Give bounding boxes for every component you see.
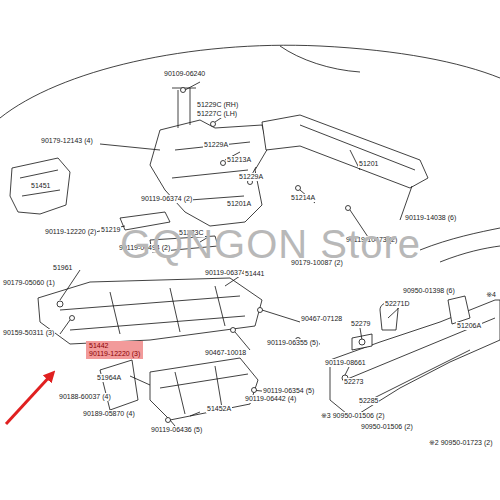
part-number: 52273 [343,378,364,386]
side-panel [10,158,70,214]
part-number: 90119-06355 (5) [266,339,319,347]
bolt [252,388,257,393]
part-number: 90119-06442 (4) [244,395,297,403]
bolt [231,328,236,333]
stopper [352,334,372,350]
part-number: 90188-60037 (4) [58,393,112,401]
part-number: 90950-01506 (2) [360,423,414,431]
body-outline [420,228,500,250]
part-number: 51229A [203,141,229,149]
cover-rib [160,366,248,414]
part-number: 90119-14038 (6) [404,214,457,222]
bolt [181,88,186,93]
bolt [359,339,365,345]
body-outline [440,246,500,262]
part-number: 51451 [30,182,51,190]
part-number: 52279 [350,320,371,328]
part-number: 51452A [206,405,232,413]
mount-cradle [150,120,268,226]
part-number: 90119-06436 (5) [150,426,203,434]
bolt [211,122,216,127]
watermark: GQNGON Store [120,222,421,266]
body-outline [0,45,500,118]
member-rib [300,125,415,170]
pointer-arrow [6,374,52,424]
bolt [346,206,351,211]
part-number: 90119-12220 (3) [89,350,140,358]
under-cover [38,278,262,344]
part-number: 90119-06354 (5) [262,387,315,395]
body-outline [280,46,360,72]
part-number: 51214A [290,194,316,202]
part-number: 51442 [89,342,140,350]
part-number: 51213A [226,156,252,164]
part-number: 51229A [238,173,264,181]
part-number: 51229C (RH) [196,101,239,109]
part-number: 90467-07128 [300,315,343,323]
part-number: 51441 [244,270,265,278]
part-number: 90119-06374 (2) [140,195,193,203]
part-number: ※2 90950-01723 (2) [428,439,493,447]
cross-member [262,115,428,188]
stud [178,88,190,128]
part-number: 51206A [456,322,482,330]
bolt [296,186,301,191]
bolt [258,308,263,313]
bolt [221,161,226,166]
member-rib [345,318,495,405]
part-number: 51201 [358,160,379,168]
part-number: 90179-12143 (4) [40,137,94,145]
clip [57,301,63,307]
highlight-box: 5144290119-12220 (3) [86,341,143,359]
part-number: 51964A [96,374,122,382]
cover-rib [60,296,245,330]
part-number: 51219 [100,226,121,234]
part-number: 51961 [52,264,73,272]
part-number: 90179-05060 (1) [2,279,56,287]
part-number: 52285 [358,397,379,405]
part-number: 90159-50311 (3) [2,329,55,337]
panel-rib [20,170,60,196]
part-number: 90109-06240 [163,70,206,78]
part-number: 51201A [226,200,252,208]
part-number: ※4 [485,291,497,299]
cradle-rib [172,142,250,200]
part-number: 90119-12220 (2) [44,228,97,236]
part-number: ※3 90950-01506 (2) [320,412,385,420]
lower-cover [150,358,258,420]
part-number: 51227C (LH) [196,110,238,118]
part-number: 90950-01398 (6) [402,287,456,295]
part-number: 90189-05870 (4) [82,410,136,418]
part-number: 90467-10018 [204,349,247,357]
bolt [70,316,75,321]
bracket [100,360,138,410]
part-number: 52271D [384,300,411,308]
bolt [166,418,171,423]
cover-rib [110,286,225,334]
mount [448,296,470,324]
part-number: 90119-08661 [324,359,367,367]
